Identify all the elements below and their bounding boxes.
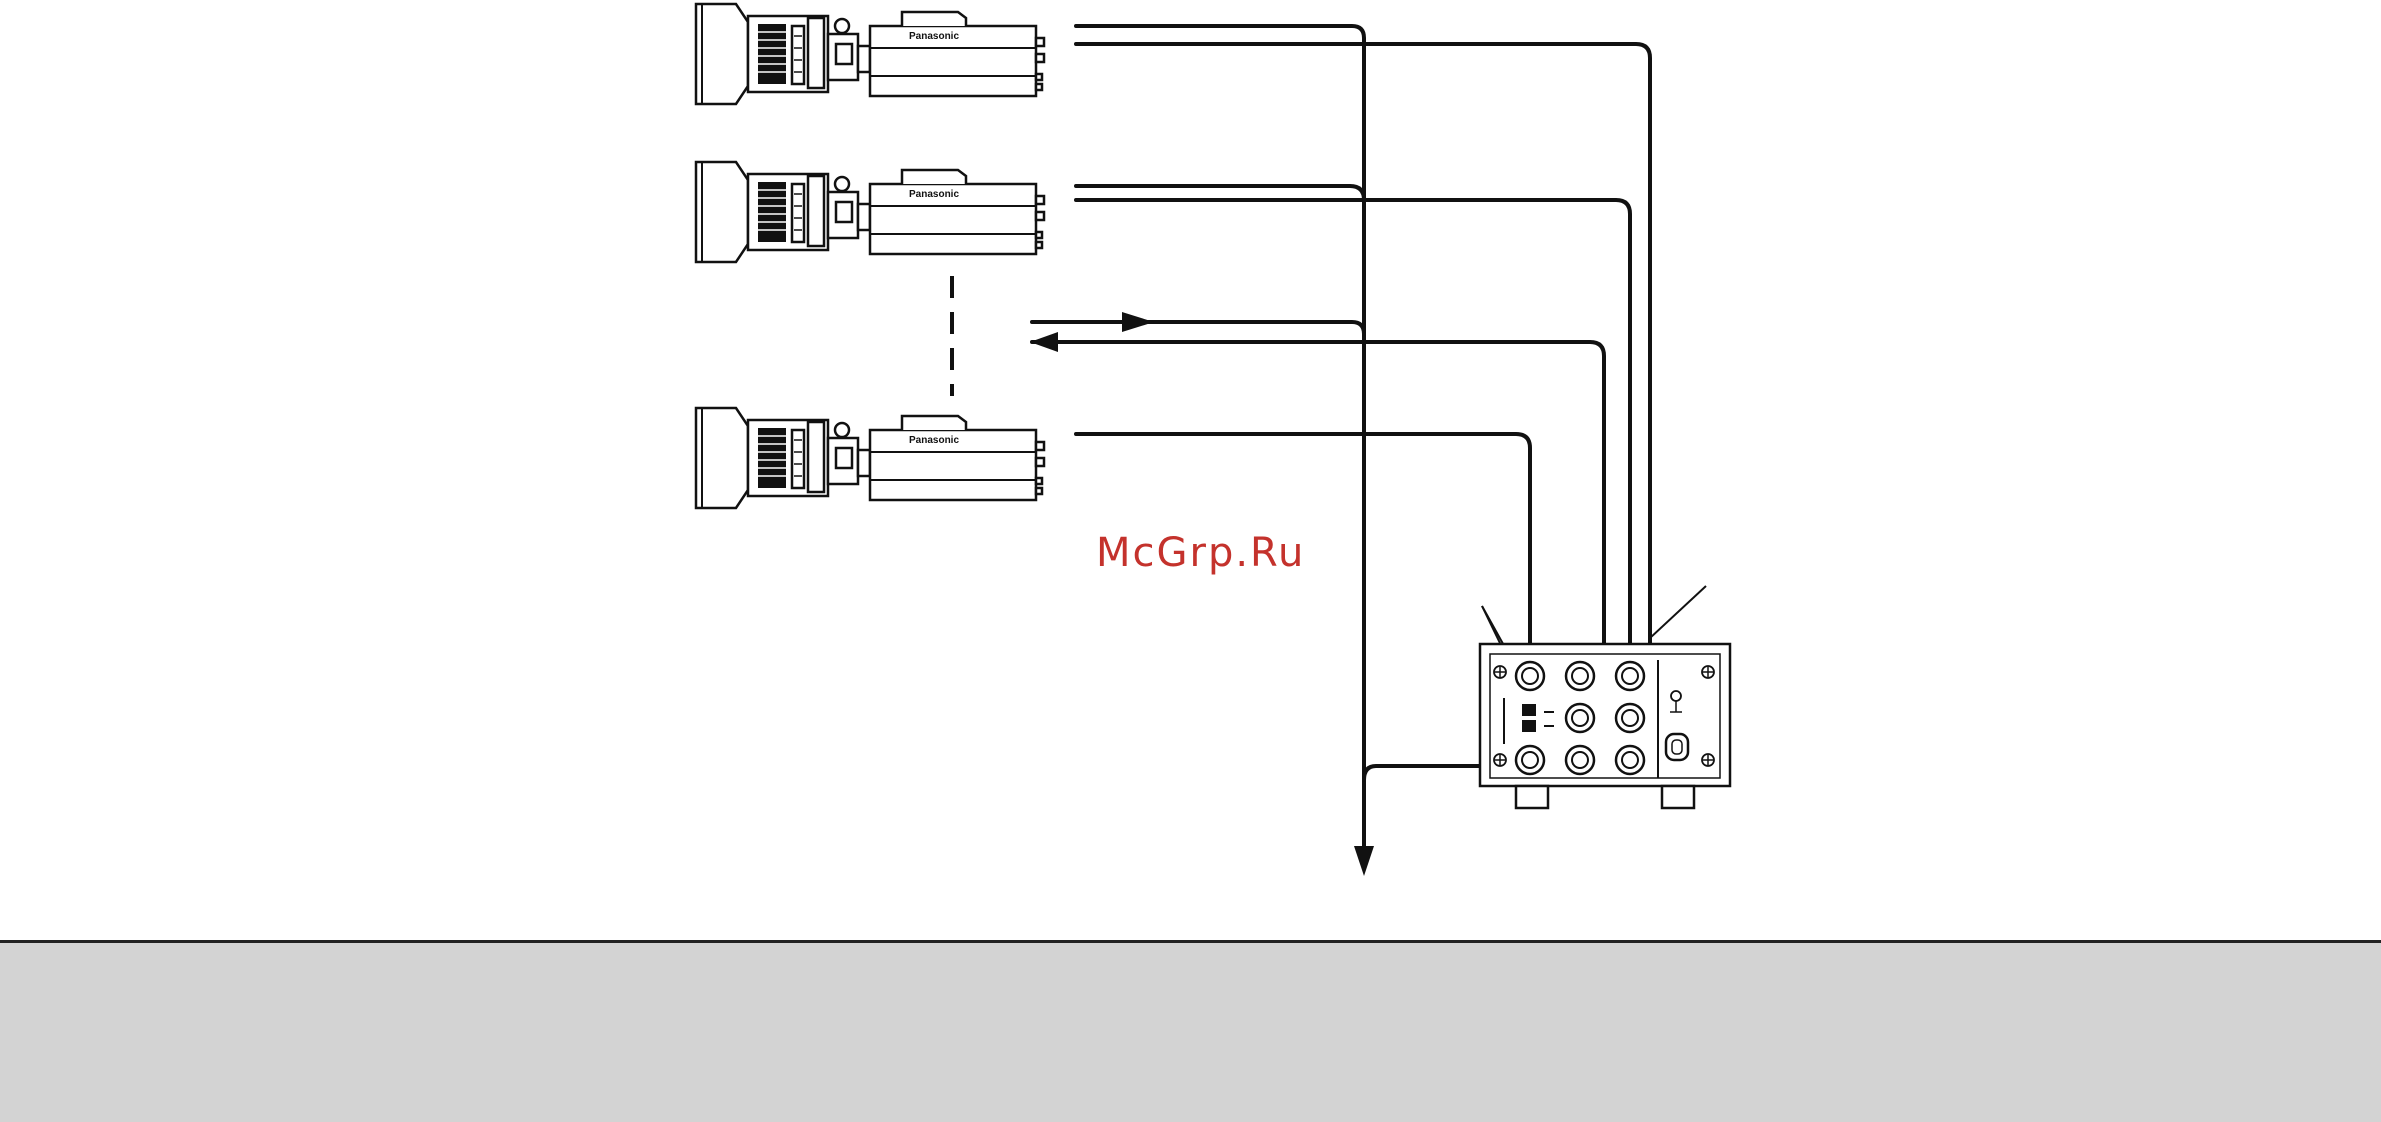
watermark-text: McGrp.Ru: [1096, 530, 1305, 576]
dip-switch-icon: [1522, 720, 1536, 732]
connection-diagram: Panasonic Panasonic Panasonic: [0, 0, 2381, 940]
bnc-connector-icon: [1566, 746, 1594, 774]
cable-ext-sync-in: [1032, 322, 1364, 334]
camera-2: Panasonic: [696, 162, 1044, 262]
diagram-canvas: Panasonic Panasonic Panasonic: [0, 0, 2381, 940]
screw-icon: [1494, 666, 1506, 678]
bnc-connector-icon: [1566, 704, 1594, 732]
camera-icon: [696, 408, 1044, 508]
screw-icon: [1494, 754, 1506, 766]
power-cord-socket: [1666, 734, 1688, 760]
camera-brand-label: Panasonic: [909, 189, 959, 200]
camera-brand-label: Panasonic: [909, 31, 959, 42]
camera-icon: [696, 162, 1044, 262]
connector-column-3: [1616, 662, 1644, 774]
connector-column-2: [1566, 662, 1594, 774]
screw-icon: [1702, 666, 1714, 678]
bnc-connector-icon: [1616, 746, 1644, 774]
camera-3: Panasonic: [696, 408, 1044, 508]
camera-brand-label: Panasonic: [909, 435, 959, 446]
camera-1: Panasonic: [696, 4, 1044, 104]
footer-band: [0, 940, 2381, 1122]
screw-icon: [1702, 754, 1714, 766]
cable-main-output: [1076, 26, 1364, 850]
cable-camera-2-video: [1076, 200, 1630, 720]
arrow-icon: [1030, 332, 1058, 352]
cable-camera-2-sync: [1076, 186, 1364, 200]
bnc-connector-icon: [1516, 662, 1544, 690]
arrow-icon: [1354, 846, 1374, 876]
leader-line: [1650, 586, 1706, 638]
bnc-connector-icon: [1616, 662, 1644, 690]
sync-generator-unit: [1480, 644, 1730, 808]
camera-icon: [696, 4, 1044, 104]
bnc-connector-icon: [1616, 704, 1644, 732]
dip-switch-icon: [1522, 704, 1536, 716]
bnc-connector-icon: [1516, 746, 1544, 774]
bnc-connector-icon: [1566, 662, 1594, 690]
arrow-icon: [1122, 312, 1154, 332]
